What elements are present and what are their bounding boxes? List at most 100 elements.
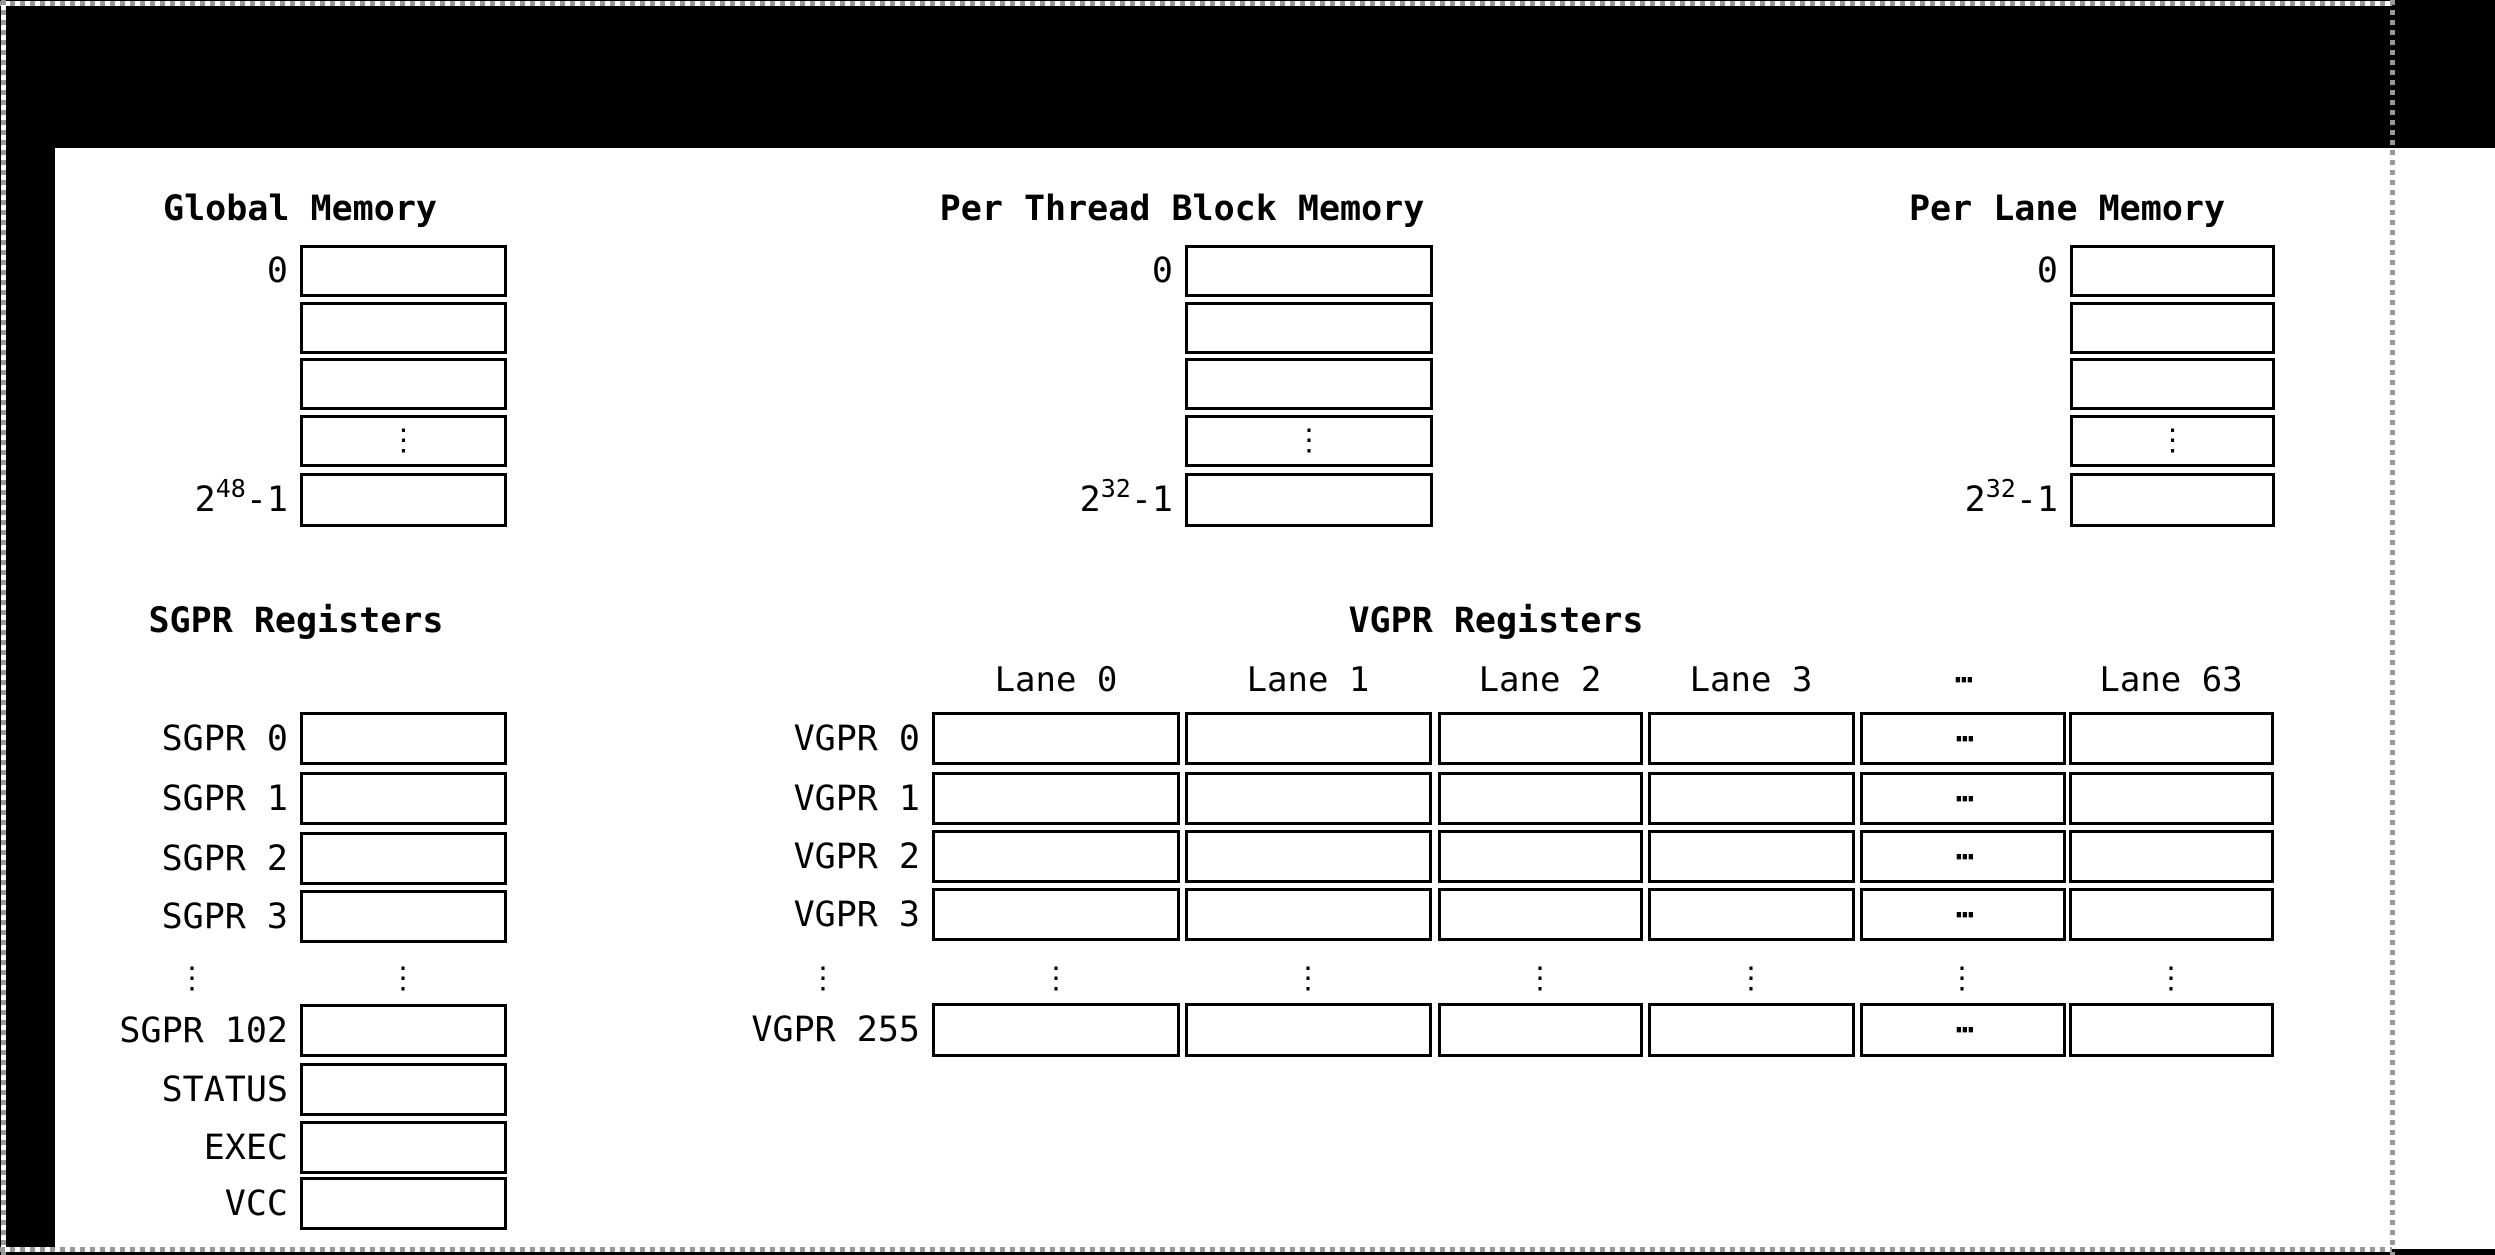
sgpr-row-label: SGPR 3 xyxy=(161,896,288,937)
vgpr-cell xyxy=(1438,830,1643,883)
vgpr-row-label: VGPR 255 xyxy=(751,1010,920,1050)
vgpr-cell xyxy=(2069,888,2274,941)
sgpr-title: SGPR Registers xyxy=(148,601,444,641)
vgpr-cell xyxy=(1648,772,1855,825)
page-boundary-dashed-line xyxy=(2390,0,2395,1255)
global-memory-cell xyxy=(300,245,507,297)
vgpr-cell xyxy=(1438,772,1643,825)
address-exponent: 32 xyxy=(1100,473,1131,503)
address-exponent: 48 xyxy=(215,473,246,503)
thread-block-memory-cell xyxy=(1185,302,1433,354)
vgpr-ellipsis-cell: ⋯ xyxy=(1860,830,2066,883)
vgpr-cell xyxy=(932,1003,1180,1057)
vgpr-lane-header: Lane 3 xyxy=(1689,660,1813,700)
horizontal-ellipsis: ⋯ xyxy=(1955,838,1974,874)
sgpr-row-label: EXEC xyxy=(203,1127,288,1168)
per-lane-memory-ellipsis-cell: ⋮ xyxy=(2070,415,2275,467)
selection-ants-bottom xyxy=(0,1247,2392,1252)
vgpr-ellipsis-cell: ⋯ xyxy=(1860,712,2066,765)
horizontal-ellipsis: ⋯ xyxy=(1955,896,1974,932)
sgpr-cell xyxy=(300,772,507,825)
sgpr-row-label: SGPR 1 xyxy=(161,778,288,819)
sgpr-row-label: STATUS xyxy=(161,1069,288,1110)
vgpr-cell xyxy=(1185,830,1432,883)
horizontal-ellipsis: ⋯ xyxy=(1955,780,1974,816)
sgpr-cell xyxy=(300,1121,507,1174)
sgpr-row-label: SGPR 0 xyxy=(161,718,288,759)
vgpr-ellipsis-cell: ⋯ xyxy=(1860,888,2066,941)
vertical-ellipsis: ⋮ xyxy=(1736,960,1766,996)
vgpr-row-label: VGPR 3 xyxy=(793,894,920,935)
vgpr-cell xyxy=(932,712,1180,765)
thread-block-memory-cell xyxy=(1185,358,1433,410)
vgpr-cell xyxy=(932,772,1180,825)
global-memory-ellipsis-cell: ⋮ xyxy=(300,415,507,467)
address-base: 2 xyxy=(1079,480,1101,520)
global-memory-title: Global Memory xyxy=(163,189,437,229)
vertical-ellipsis: ⋮ xyxy=(1525,960,1555,996)
vgpr-cell xyxy=(2069,1003,2274,1057)
vgpr-cell xyxy=(2069,712,2274,765)
vgpr-row-label: VGPR 2 xyxy=(793,836,920,877)
vgpr-cell xyxy=(1648,1003,1855,1057)
sgpr-row-label: SGPR 2 xyxy=(161,838,288,879)
vertical-ellipsis: ⋮ xyxy=(1041,960,1071,996)
per-lane-memory-cell xyxy=(2070,358,2275,410)
horizontal-ellipsis: ⋯ xyxy=(1955,1012,1974,1047)
thread-block-memory-cell xyxy=(1185,245,1433,297)
vgpr-cell xyxy=(932,830,1180,883)
per-lane-memory-cell xyxy=(2070,302,2275,354)
global-memory-cell xyxy=(300,302,507,354)
sgpr-row-label: VCC xyxy=(224,1183,288,1224)
global-memory-cell xyxy=(300,473,507,527)
vgpr-cell xyxy=(1648,888,1855,941)
vgpr-cell xyxy=(1648,712,1855,765)
per-lane-memory-first-address: 0 xyxy=(2036,251,2058,291)
vertical-ellipsis: ⋮ xyxy=(2157,423,2188,458)
vgpr-lane-header: Lane 2 xyxy=(1478,660,1602,700)
vgpr-cell xyxy=(1438,712,1643,765)
vertical-ellipsis: ⋮ xyxy=(1293,960,1323,996)
vertical-ellipsis: ⋮ xyxy=(1947,960,1977,996)
thread-block-memory-ellipsis-cell: ⋮ xyxy=(1185,415,1433,467)
selection-ants-top xyxy=(0,1,2392,6)
vgpr-cell xyxy=(1648,830,1855,883)
address-suffix: -1 xyxy=(1130,480,1173,520)
vgpr-title: VGPR Registers xyxy=(1348,601,1644,641)
vgpr-row-label: VGPR 0 xyxy=(793,718,920,759)
horizontal-ellipsis: ⋯ xyxy=(1955,720,1974,756)
vgpr-ellipsis-cell: ⋯ xyxy=(1860,1003,2066,1057)
vgpr-lane-header: Lane 63 xyxy=(2099,660,2243,700)
thread-block-memory-title: Per Thread Block Memory xyxy=(939,189,1425,229)
vgpr-lane-header-ellipsis: ⋯ xyxy=(1954,662,1973,697)
vgpr-lane-header: Lane 1 xyxy=(1246,660,1370,700)
vgpr-cell xyxy=(1185,1003,1432,1057)
vertical-ellipsis: ⋮ xyxy=(388,423,419,458)
vgpr-cell xyxy=(1185,888,1432,941)
vertical-ellipsis: ⋮ xyxy=(1294,423,1324,458)
thread-block-memory-cell xyxy=(1185,473,1433,527)
sgpr-cell xyxy=(300,832,507,885)
address-base: 2 xyxy=(1964,480,1986,520)
vgpr-cell xyxy=(2069,830,2274,883)
sgpr-row-label: SGPR 102 xyxy=(119,1010,288,1051)
vgpr-row-label: VGPR 1 xyxy=(793,778,920,819)
vgpr-lane-header: Lane 0 xyxy=(994,660,1118,700)
per-lane-memory-cell xyxy=(2070,473,2275,527)
address-suffix: -1 xyxy=(2015,480,2058,520)
vgpr-ellipsis-cell: ⋯ xyxy=(1860,772,2066,825)
vgpr-cell xyxy=(1438,888,1643,941)
vertical-ellipsis: ⋮ xyxy=(2156,960,2186,996)
page-bottom-edge-line xyxy=(2392,1249,2495,1252)
vgpr-cell xyxy=(2069,772,2274,825)
vgpr-cell xyxy=(1438,1003,1643,1057)
vertical-ellipsis: ⋮ xyxy=(177,960,207,996)
sgpr-cell xyxy=(300,890,507,943)
sgpr-cell xyxy=(300,1177,507,1230)
vertical-ellipsis: ⋮ xyxy=(388,960,418,996)
selection-ants-left xyxy=(1,0,6,1255)
sgpr-cell xyxy=(300,712,507,765)
